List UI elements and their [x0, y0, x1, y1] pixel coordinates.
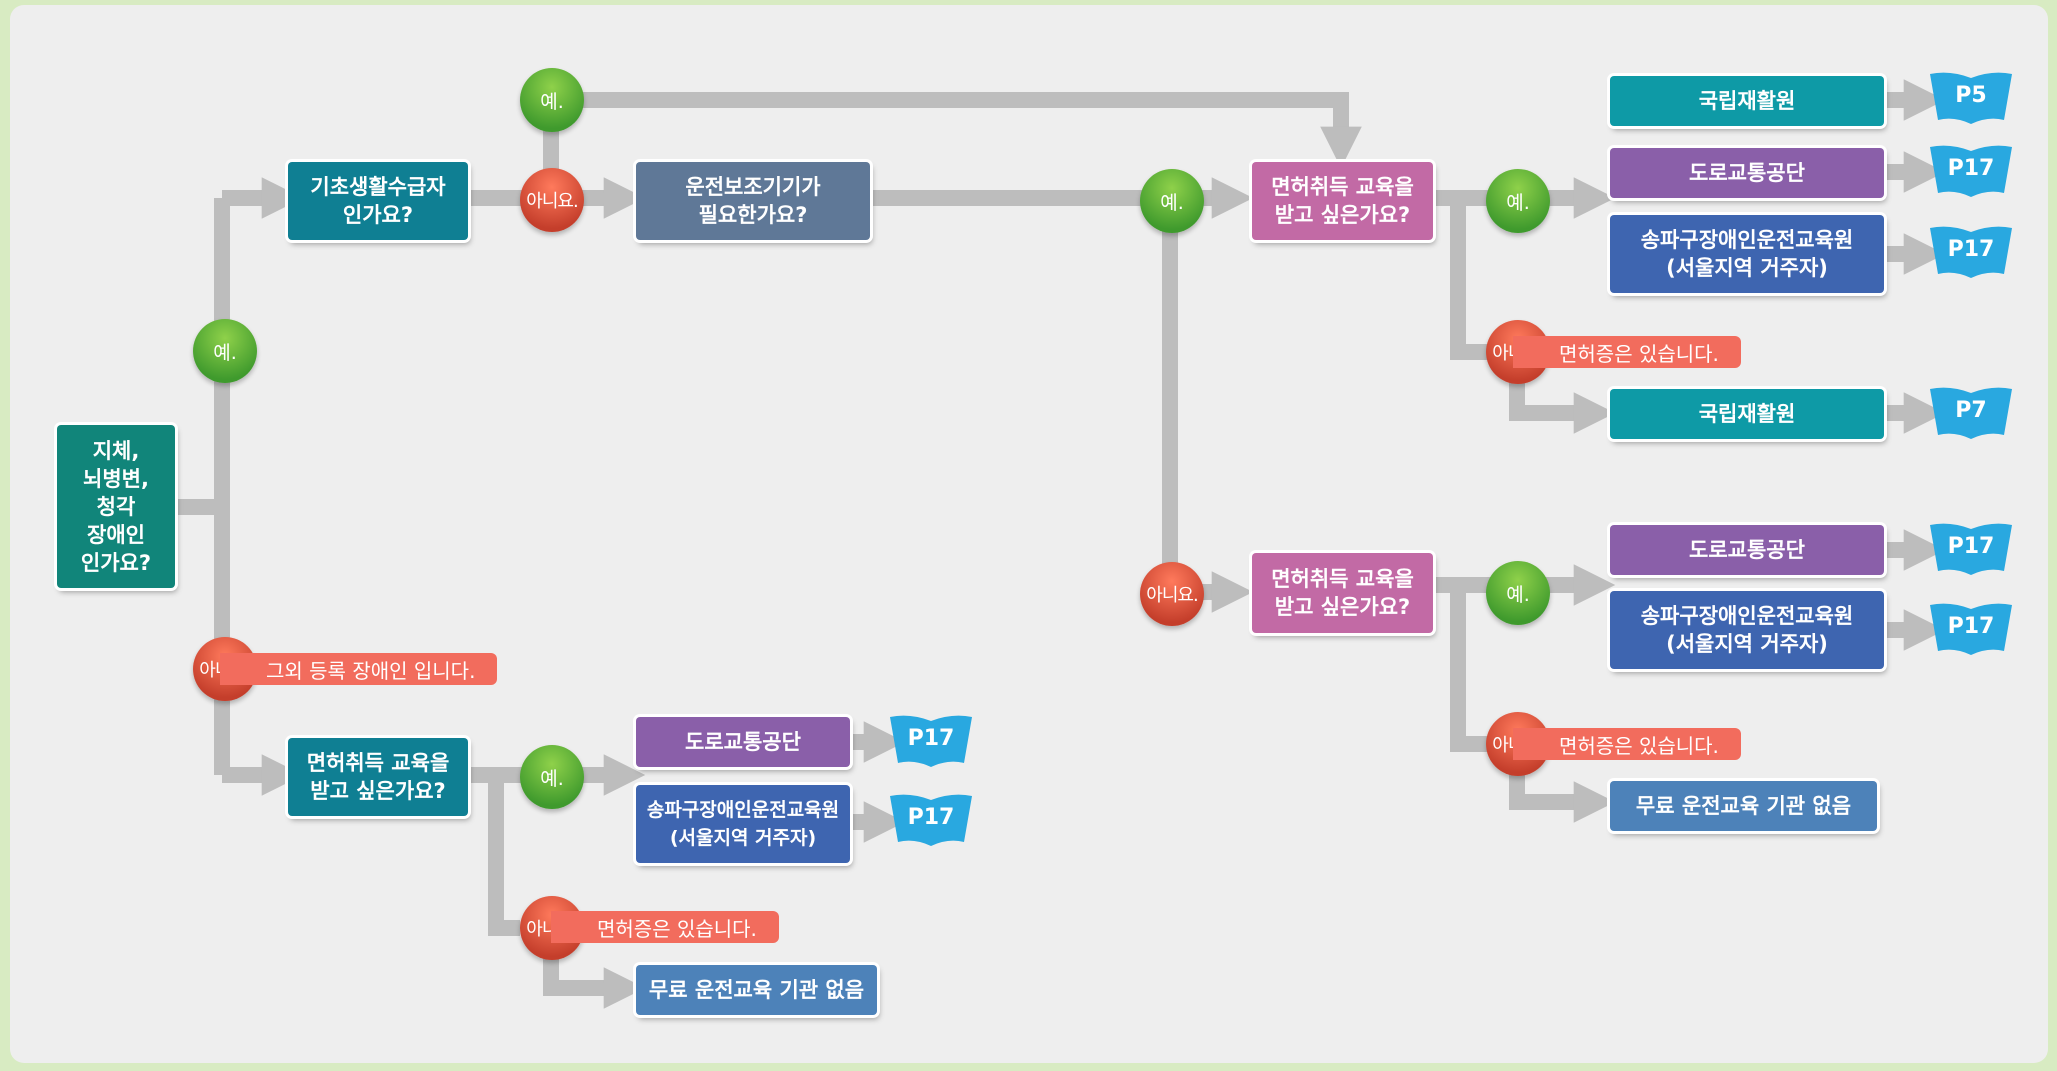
yes-circle-bottom-edu: 예.: [1486, 561, 1550, 625]
open-book-icon: [1930, 603, 2012, 655]
book-page-icon-p17-5[interactable]: P17: [888, 713, 974, 771]
national-rehab-box-1: 국립재활원: [1610, 76, 1884, 126]
book-page-icon-p5[interactable]: P5: [1928, 70, 2014, 128]
yes-circle-start: 예.: [193, 319, 257, 383]
license-edu-question-left: 면허취득 교육을 받고 싶은가요?: [288, 738, 468, 816]
license-edu-question-bottom: 면허취득 교육을 받고 싶은가요?: [1252, 553, 1433, 633]
driving-aid-question: 운전보조기기가 필요한가요?: [636, 162, 870, 240]
road-traffic-box-1: 도로교통공단: [1610, 148, 1884, 198]
book-page-icon-p17-2[interactable]: P17: [1928, 224, 2014, 282]
open-book-icon: [1930, 523, 2012, 575]
other-registered-label: 그외 등록 장애인 입니다.: [220, 653, 498, 685]
open-book-icon: [1930, 387, 2012, 439]
book-page-icon-p17-6[interactable]: P17: [888, 792, 974, 850]
open-book-icon: [890, 794, 972, 846]
no-free-box-left: 무료 운전교육 기관 없음: [636, 965, 877, 1015]
songpa-box-1: 송파구장애인운전교육원 (서울지역 거주자): [1610, 215, 1884, 293]
yes-circle-aid: 예.: [1140, 169, 1204, 233]
yes-circle-basic: 예.: [520, 68, 584, 132]
open-book-icon: [1930, 145, 2012, 197]
book-page-icon-p17-3[interactable]: P17: [1928, 521, 2014, 579]
book-page-icon-p7[interactable]: P7: [1928, 385, 2014, 443]
road-traffic-box-3: 도로교통공단: [636, 717, 850, 767]
start-question-box: 지체, 뇌병변, 청각 장애인 인가요?: [57, 425, 175, 588]
basic-livelihood-question: 기초생활수급자 인가요?: [288, 162, 468, 240]
book-page-icon-p17-4[interactable]: P17: [1928, 601, 2014, 659]
songpa-box-3: 송파구장애인운전교육원 (서울지역 거주자): [636, 785, 850, 863]
yes-circle-top-edu: 예.: [1486, 169, 1550, 233]
open-book-icon: [1930, 226, 2012, 278]
have-license-label-left: 면허증은 있습니다.: [551, 911, 779, 943]
open-book-icon: [1930, 72, 2012, 124]
road-traffic-box-2: 도로교통공단: [1610, 525, 1884, 575]
open-book-icon: [890, 715, 972, 767]
have-license-label-bottom: 면허증은 있습니다.: [1513, 728, 1741, 760]
no-circle-basic: 아니요.: [520, 168, 584, 232]
yes-circle-left-edu: 예.: [520, 745, 584, 809]
national-rehab-box-2: 국립재활원: [1610, 389, 1884, 439]
book-page-icon-p17-1[interactable]: P17: [1928, 143, 2014, 201]
songpa-box-2: 송파구장애인운전교육원 (서울지역 거주자): [1610, 591, 1884, 669]
no-free-box-right: 무료 운전교육 기관 없음: [1610, 781, 1877, 831]
no-circle-aid: 아니요.: [1140, 562, 1204, 626]
license-edu-question-top: 면허취득 교육을 받고 싶은가요?: [1252, 162, 1433, 240]
have-license-label-top: 면허증은 있습니다.: [1513, 336, 1741, 368]
